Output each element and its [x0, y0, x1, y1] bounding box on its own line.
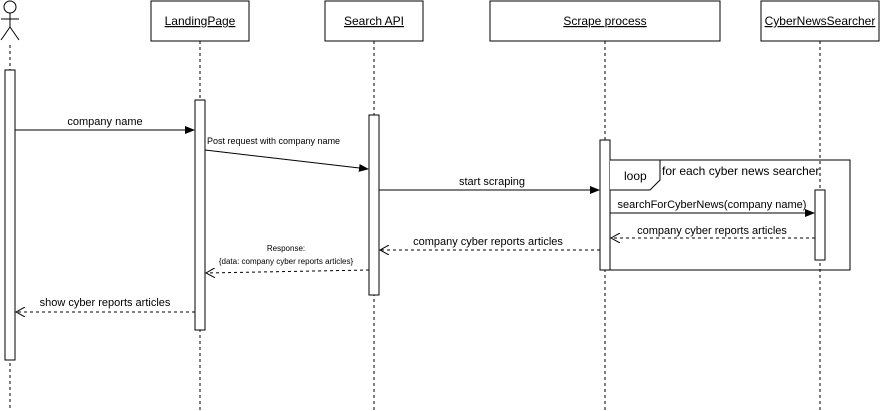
message-response-label-line2: {data: company cyber reports articles}: [219, 257, 354, 266]
message-search-for-cyber-news-label: searchForCyberNews(company name): [618, 199, 807, 211]
message-post-request-label: Post request with company name: [207, 136, 340, 146]
search-api-activation: [368, 114, 380, 296]
message-return-scrape-label: company cyber reports articles: [413, 236, 563, 248]
message-search-for-cyber-news: searchForCyberNews(company name): [610, 199, 815, 217]
message-return-searcher-label: company cyber reports articles: [637, 225, 787, 237]
loop-keyword: loop: [624, 169, 647, 183]
participant-scrape-label: Scrape process: [563, 14, 646, 28]
message-start-scraping: start scraping: [379, 176, 600, 194]
message-company-name: company name: [15, 116, 195, 134]
message-post-request: Post request with company name: [204, 136, 369, 172]
actor-activation: [4, 69, 16, 361]
participant-landing: LandingPage: [150, 0, 250, 42]
scrape-activation: [599, 139, 611, 271]
participant-searcher-label: CyberNewsSearcher: [765, 14, 876, 28]
message-company-name-label: company name: [67, 116, 142, 128]
participant-searcher: CyberNewsSearcher: [760, 0, 880, 42]
landing-activation: [194, 99, 206, 331]
participant-search-api: Search API: [324, 0, 424, 42]
actor-icon: [0, 0, 20, 41]
message-show-articles-label: show cyber reports articles: [40, 297, 171, 309]
loop-condition: for each cyber news searcher: [662, 164, 819, 178]
message-response-label-line1: Response:: [267, 244, 305, 253]
loop-frame: loop for each cyber news searcher: [609, 159, 851, 271]
message-response: Response: {data: company cyber reports a…: [206, 244, 370, 273]
participant-search-api-label: Search API: [344, 14, 404, 28]
message-start-scraping-label: start scraping: [459, 176, 525, 188]
message-return-searcher: company cyber reports articles: [611, 225, 815, 238]
participant-landing-label: LandingPage: [165, 14, 236, 28]
participant-scrape: Scrape process: [489, 0, 721, 42]
searcher-activation: [814, 189, 826, 261]
message-show-articles: show cyber reports articles: [16, 297, 195, 312]
message-return-scrape: company cyber reports articles: [380, 236, 600, 250]
